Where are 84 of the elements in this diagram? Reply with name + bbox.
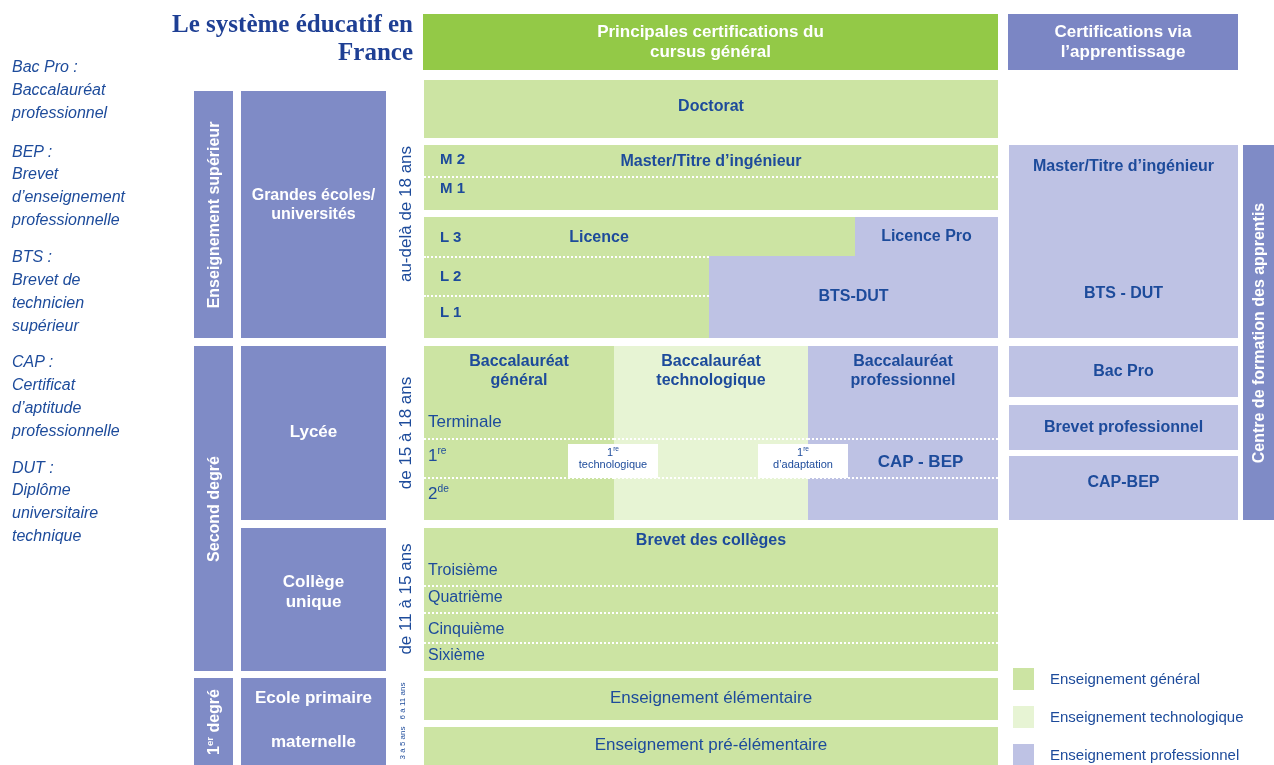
box-text: M 2 [440,150,466,168]
vertical-band [194,678,233,765]
box-text: Brevet des collèges [634,530,788,550]
box-text: CAP - BEP [876,452,965,473]
box-text: CAP-BEP [1086,472,1161,492]
title: Le système éducatif en France [171,10,413,65]
band-label: Second degré [204,455,223,562]
level-box [1009,456,1238,520]
header-box [1008,14,1238,70]
box-text: 2$^{de}$ [428,484,450,505]
header-box [423,14,998,70]
glossary-text: DUT : [12,458,55,478]
box-text: Licence Pro [880,226,973,246]
box-text: BTS - DUT [1082,283,1165,303]
box-text: Master/Titre d’ingénieur [619,151,803,171]
note-box [758,444,848,478]
box-text: Enseignement pré-élémentaire [593,735,829,756]
box-text: Terminale [428,412,503,433]
glossary-text: Brevet d’enseignement professionnelle [12,164,127,231]
box-text: Baccalauréat professionnel [849,351,957,390]
box-text: Brevet professionnel [1042,417,1205,437]
vertical-band [194,346,233,671]
box-text: Collège unique [281,572,346,613]
level-box [1009,405,1238,450]
level-box [241,678,386,765]
box-text: Cinquième [428,619,506,639]
box-text: M 1 [440,179,466,197]
vertical-band [1243,145,1274,520]
box-text: Baccalauréat général [468,351,570,390]
glossary-text: Baccalauréat professionnel [12,80,109,124]
glossary-text: Diplôme universitaire technique [12,480,100,547]
box-text: Lycée [288,422,339,443]
level-box [424,80,998,138]
level-box [424,145,998,210]
age-range-label: au-delà de 18 ans [396,145,414,283]
box-text: Sixième [428,645,486,665]
box-text: BTS-DUT [817,286,890,306]
glossary-text: Certificat d’aptitude professionnelle [12,375,121,442]
level-box [241,528,386,671]
box-text: 1$^{re}$ d’adaptation [772,447,834,471]
box-text: Principales certifications du cursus général [596,22,825,63]
box-text: Enseignement élémentaire [608,688,814,709]
legend-label: Enseignement technologique [1050,708,1244,725]
level-box [241,346,386,520]
box-text: Grandes écoles/ universités [250,185,377,224]
glossary-text: CAP : [12,352,55,372]
box-text: Master/Titre d’ingénieur [1031,156,1216,176]
box-text: L 3 [440,228,463,246]
band-label: Enseignement supérieur [204,121,223,308]
box-text: 1$^{re}$ [428,446,448,467]
age-range-label: 3 à 5 ans [399,726,407,760]
box-text: Licence [568,227,630,247]
box-text: Doctorat [677,96,745,116]
legend-label: Enseignement général [1050,670,1201,687]
level-box [1009,145,1238,338]
level-box [424,217,998,338]
box-text: Troisième [428,560,499,580]
level-box [709,256,998,338]
box-text: Ecole primaire [253,688,374,709]
level-box [424,678,998,720]
level-box [855,217,998,256]
box-text: Quatrième [428,587,504,607]
legend-label: Enseignement professionnel [1050,746,1240,763]
level-box [424,727,998,765]
age-range-label: 6 à 11 ans [399,682,407,720]
level-box [424,528,998,671]
note-box [568,444,658,478]
box-text: maternelle [269,732,357,753]
glossary-text: BTS : [12,247,53,267]
box-text: Bac Pro [1092,361,1155,381]
glossary-text: BEP : [12,142,54,162]
box-text: L 2 [440,267,463,285]
level-box [241,91,386,338]
level-box [1009,346,1238,397]
box-text: L 1 [440,303,463,321]
box-text: Baccalauréat technologique [655,351,767,390]
age-range-label: de 11 à 15 ans [396,543,414,655]
glossary-text: Bac Pro : [12,57,79,77]
box-text: Certifications via l’apprentissage [1053,22,1193,63]
vertical-band [194,91,233,338]
glossary-text: Brevet de technicien supérieur [12,270,86,337]
band-label: Centre de formation des apprentis [1249,202,1268,463]
box-text: 1$^{re}$ technologique [577,447,649,471]
age-range-label: de 15 à 18 ans [396,376,414,490]
